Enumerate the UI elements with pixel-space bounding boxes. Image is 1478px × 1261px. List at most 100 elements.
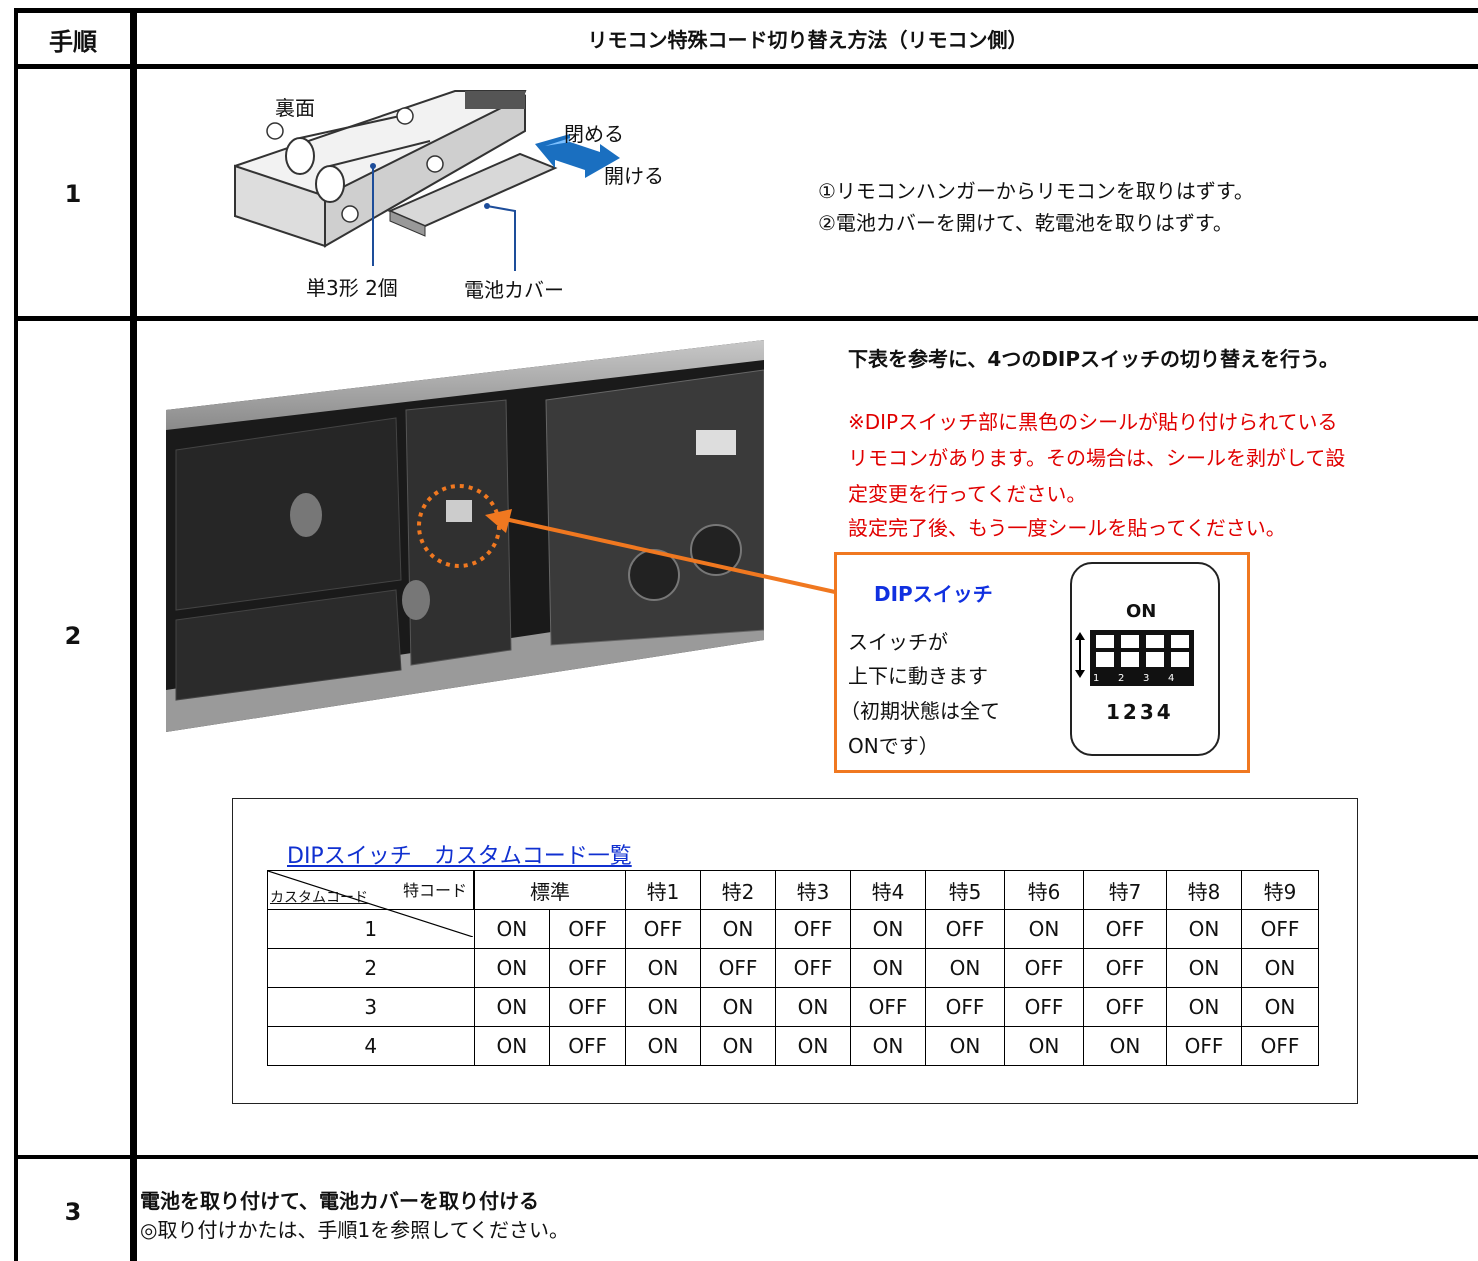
- page-title: リモコン特殊コード切り替え方法（リモコン側）: [587, 28, 1028, 52]
- table-cell: ON: [700, 987, 776, 1027]
- dip-callout-box: [834, 552, 1250, 773]
- dip-callout-title: DIPスイッチ: [874, 582, 993, 606]
- table-cell: ON: [473, 1026, 551, 1066]
- step-number: 1: [64, 180, 82, 208]
- dip-callout-line: 上下に動きます: [848, 664, 988, 688]
- table-cell: OFF: [775, 909, 851, 949]
- remote-inside-photo: [166, 340, 764, 732]
- label-cover: 電池カバー: [464, 278, 564, 302]
- table-cell: ON: [850, 909, 926, 949]
- table-row: 4 ON OFF ON ON ON ON ON ON ON OFF OFF: [267, 1026, 1319, 1066]
- dip-numbers: 1234: [1106, 700, 1174, 724]
- table-cell: ON: [473, 948, 551, 988]
- row-label: 1: [267, 909, 475, 949]
- table-cell: OFF: [1083, 909, 1167, 949]
- table-cell: ON: [925, 1026, 1005, 1066]
- table-cell: ON: [625, 948, 701, 988]
- row-label: 4: [267, 1026, 475, 1066]
- dip-switch-illustration: [1070, 562, 1220, 756]
- label-close: 閉める: [564, 122, 624, 146]
- column-header: 特6: [1004, 870, 1084, 910]
- table-cell: OFF: [1241, 1026, 1319, 1066]
- row-label: 2: [267, 948, 475, 988]
- warning-line: リモコンがあります。その場合は、シールを剥がして設: [848, 446, 1346, 470]
- table-cell: ON: [775, 987, 851, 1027]
- custom-code-table: 特コード カスタムコード 標準 特1 特2 特3 特4 特5 特6 特7 特8 …: [267, 870, 1319, 1066]
- label-battery: 単3形 2個: [306, 276, 398, 300]
- step-number: 3: [64, 1198, 82, 1226]
- table-cell: ON: [625, 1026, 701, 1066]
- column-header: 特9: [1241, 870, 1319, 910]
- step2-heading: 下表を参考に、4つのDIPスイッチの切り替えを行う。: [848, 347, 1339, 371]
- table-cell: OFF: [850, 987, 926, 1027]
- column-header: 特4: [850, 870, 926, 910]
- table-cell: OFF: [549, 948, 626, 988]
- row1-bottom-border: [14, 316, 1478, 321]
- left-border: [14, 8, 18, 1261]
- table-cell: OFF: [1166, 1026, 1242, 1066]
- table-cell: ON: [1166, 987, 1242, 1027]
- table-frame: [232, 798, 1358, 1104]
- corner-bottom-label: カスタムコード: [270, 890, 368, 906]
- dip-on-label: ON: [1126, 601, 1157, 622]
- remote-battery-figure: [234, 90, 620, 271]
- table-cell: ON: [850, 1026, 926, 1066]
- warning-line: ※DIPスイッチ部に黒色のシールが貼り付けられている: [848, 410, 1338, 434]
- column-header: 特7: [1083, 870, 1167, 910]
- dip-callout-line: スイッチが: [848, 630, 948, 654]
- column-header: 特8: [1166, 870, 1242, 910]
- dip-small-number: 4: [1168, 673, 1175, 684]
- step3-note: ◎取り付けかたは、手順1を参照してください。: [140, 1218, 569, 1242]
- corner-header-cell: 特コード カスタムコード: [267, 870, 475, 937]
- table-cell: ON: [473, 909, 551, 949]
- table-cell: OFF: [1083, 948, 1167, 988]
- table-cell: OFF: [549, 909, 626, 949]
- table-cell: OFF: [549, 987, 626, 1027]
- header-bottom-border: [14, 64, 1478, 69]
- dip-small-number: 3: [1143, 673, 1150, 684]
- column-header: 標準: [473, 870, 626, 910]
- dip-switch-icon: [1075, 630, 1194, 686]
- table-cell: OFF: [1004, 948, 1084, 988]
- table-cell: ON: [700, 1026, 776, 1066]
- corner-top-label: 特コード: [402, 881, 467, 900]
- column-header: 特1: [625, 870, 701, 910]
- table-cell: ON: [1166, 948, 1242, 988]
- step3-heading: 電池を取り付けて、電池カバーを取り付ける: [140, 1189, 539, 1213]
- dip-small-number: 1: [1093, 673, 1100, 684]
- dip-callout-line: ONです）: [848, 734, 939, 758]
- row-label: 3: [267, 987, 475, 1027]
- warning-line: 設定完了後、もう一度シールを貼ってください。: [848, 516, 1286, 540]
- table-cell: ON: [700, 909, 776, 949]
- step-col-divider: [130, 8, 137, 1261]
- dip-callout-line: （初期状態は全て: [840, 699, 1000, 723]
- table-cell: ON: [1241, 948, 1319, 988]
- step1-line2: ②電池カバーを開けて、乾電池を取りはずす。: [818, 211, 1233, 235]
- row2-bottom-border: [14, 1155, 1478, 1159]
- table-cell: ON: [1166, 909, 1242, 949]
- step-number: 2: [64, 622, 82, 650]
- table-cell: ON: [1241, 987, 1319, 1027]
- label-open: 開ける: [604, 164, 664, 188]
- table-cell: ON: [1004, 909, 1084, 949]
- table-cell: OFF: [925, 987, 1005, 1027]
- step1-line1: ①リモコンハンガーからリモコンを取りはずす。: [818, 179, 1254, 203]
- column-header: 特3: [775, 870, 851, 910]
- table-cell: OFF: [700, 948, 776, 988]
- column-header: 特2: [700, 870, 776, 910]
- table-row: 3 ON OFF ON ON ON OFF OFF OFF OFF ON ON: [267, 987, 1319, 1027]
- table-cell: ON: [1083, 1026, 1167, 1066]
- table-title-link[interactable]: DIPスイッチ カスタムコード一覧: [287, 844, 632, 869]
- table-cell: OFF: [549, 1026, 626, 1066]
- table-cell: OFF: [1004, 987, 1084, 1027]
- table-cell: ON: [925, 948, 1005, 988]
- label-back: 裏面: [275, 96, 315, 120]
- table-row: 1 ON OFF OFF ON OFF ON OFF ON OFF ON OFF: [267, 909, 1319, 949]
- table-cell: ON: [1004, 1026, 1084, 1066]
- warning-line: 定変更を行ってください。: [848, 482, 1087, 506]
- table-cell: ON: [850, 948, 926, 988]
- orange-arrow: [485, 509, 836, 594]
- table-cell: ON: [625, 987, 701, 1027]
- table-row: 2 ON OFF ON OFF OFF ON ON OFF OFF ON ON: [267, 948, 1319, 988]
- step-column-header: 手順: [49, 28, 97, 56]
